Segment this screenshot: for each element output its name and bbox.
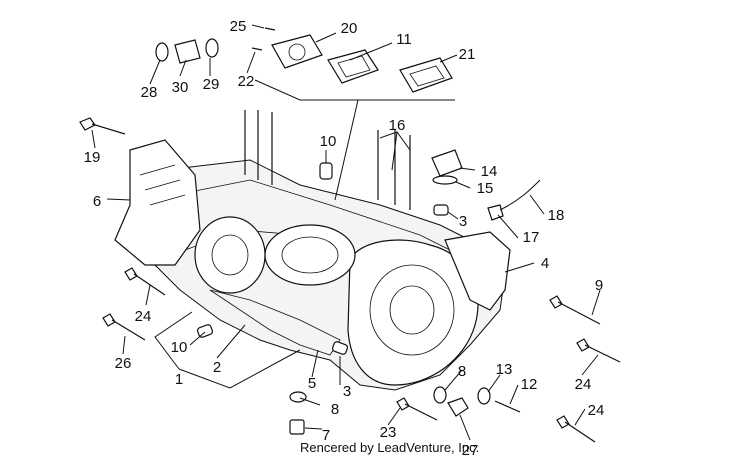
callout-27: 27 bbox=[462, 442, 479, 459]
dowel-pin bbox=[196, 324, 214, 338]
callout-13: 13 bbox=[496, 361, 513, 378]
callout-6: 6 bbox=[93, 193, 101, 210]
screw bbox=[251, 47, 263, 51]
callout-10: 10 bbox=[320, 133, 337, 150]
callout-11: 11 bbox=[396, 31, 412, 48]
callout-7: 7 bbox=[322, 427, 330, 444]
washer bbox=[477, 387, 491, 405]
callout-22: 22 bbox=[238, 73, 255, 90]
callout-18: 18 bbox=[548, 207, 565, 224]
drain-bolt bbox=[447, 397, 469, 417]
callout-3: 3 bbox=[459, 213, 467, 230]
callout-4: 4 bbox=[541, 255, 549, 272]
callout-labels: 1233456788910101112131415161718192021222… bbox=[84, 18, 605, 459]
callout-8: 8 bbox=[458, 363, 466, 380]
callout-2: 2 bbox=[213, 359, 221, 376]
screw bbox=[264, 27, 276, 31]
callout-15: 15 bbox=[477, 180, 494, 197]
crankshaft-housing bbox=[194, 216, 356, 294]
callout-17: 17 bbox=[523, 229, 540, 246]
callout-9: 9 bbox=[595, 277, 603, 294]
leader-lines bbox=[91, 24, 601, 441]
callout-24: 24 bbox=[135, 308, 152, 325]
callout-14: 14 bbox=[481, 163, 498, 180]
callout-16: 16 bbox=[389, 117, 406, 134]
washer bbox=[433, 386, 447, 404]
o-ring bbox=[432, 175, 458, 185]
filler-cap bbox=[431, 149, 463, 177]
callout-26: 26 bbox=[115, 355, 132, 372]
side-cover bbox=[347, 231, 511, 386]
callout-10: 10 bbox=[171, 339, 188, 356]
callout-23: 23 bbox=[380, 424, 397, 441]
credit-line: Rencered by LeadVenture, Inc. bbox=[300, 440, 480, 455]
callout-30: 30 bbox=[172, 79, 189, 96]
dowel-pin bbox=[319, 162, 333, 180]
intake-manifold bbox=[155, 38, 219, 64]
callout-24: 24 bbox=[588, 402, 605, 419]
callout-25: 25 bbox=[230, 18, 247, 35]
callout-12: 12 bbox=[521, 376, 538, 393]
reed-valve-assembly bbox=[271, 34, 453, 93]
dowel-pin bbox=[433, 204, 449, 216]
callout-19: 19 bbox=[84, 149, 101, 166]
breather-hose bbox=[499, 179, 541, 211]
drain-plug bbox=[289, 419, 305, 435]
cylinder-studs bbox=[244, 110, 411, 210]
callout-20: 20 bbox=[341, 20, 358, 37]
callout-29: 29 bbox=[203, 76, 220, 93]
heat-shield bbox=[114, 139, 201, 266]
callout-1: 1 bbox=[175, 371, 183, 388]
callout-8: 8 bbox=[331, 401, 339, 418]
callout-24: 24 bbox=[575, 376, 592, 393]
callout-28: 28 bbox=[141, 84, 158, 101]
callout-5: 5 bbox=[308, 375, 316, 392]
callout-21: 21 bbox=[459, 46, 476, 63]
bolts bbox=[79, 117, 621, 443]
callout-3: 3 bbox=[343, 383, 351, 400]
dowel-pin bbox=[331, 341, 349, 355]
washer bbox=[289, 391, 307, 403]
